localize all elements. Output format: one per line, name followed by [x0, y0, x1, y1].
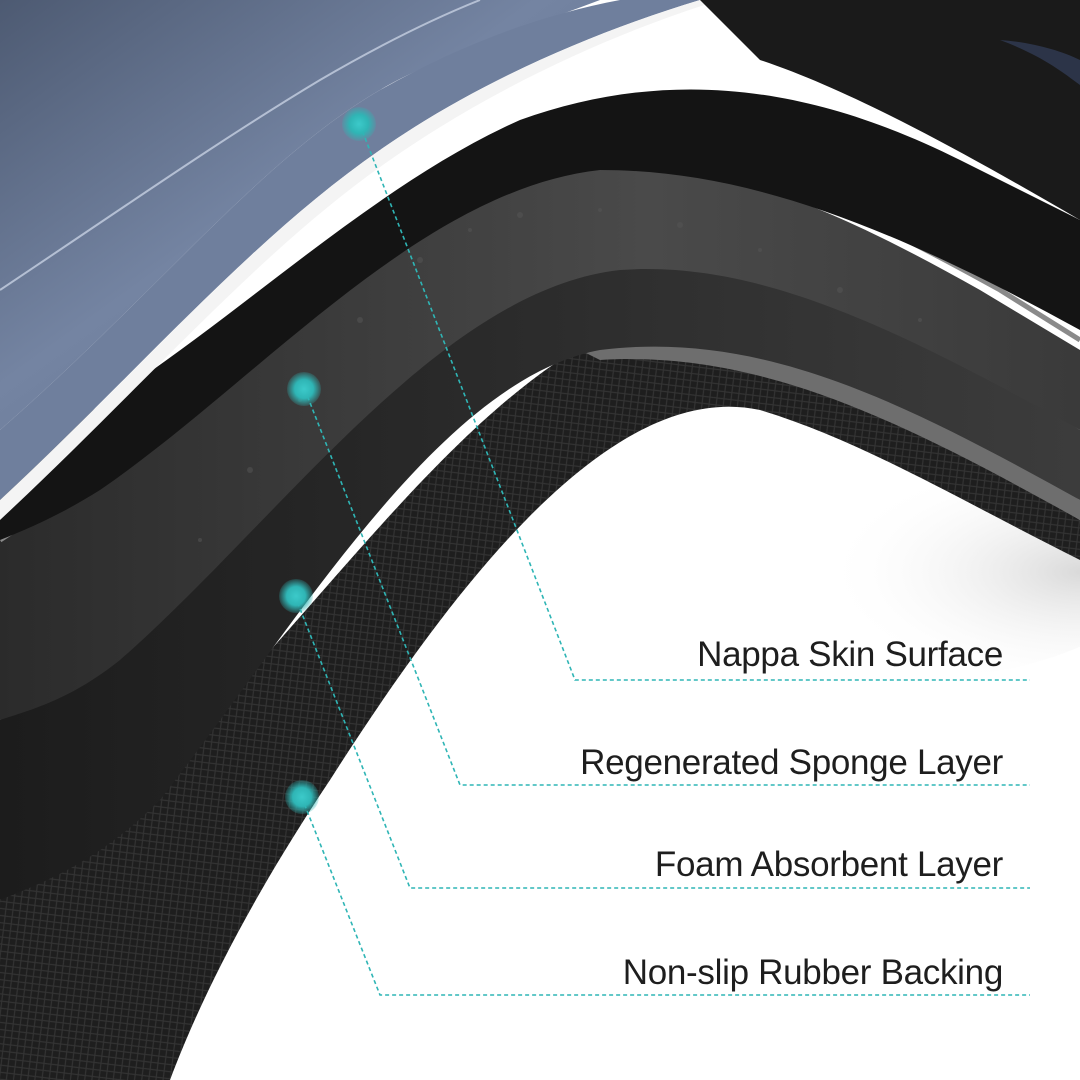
callout-dots [279, 107, 376, 814]
dot-nappa [342, 107, 376, 141]
rubber-backing-layer [0, 330, 1080, 1080]
regenerated-sponge-layer [0, 165, 1080, 720]
sponge-texture [198, 208, 922, 542]
label-nappa-skin-surface: Nappa Skin Surface [697, 635, 1003, 674]
leader-rubber [301, 797, 1030, 996]
dot-sponge [287, 372, 321, 406]
label-regenerated-sponge-layer: Regenerated Sponge Layer [580, 743, 1003, 782]
nappa-skin-surface [0, 0, 600, 430]
leader-sponge [304, 389, 1030, 786]
nappa-underside [0, 89, 1080, 541]
leader-nappa [359, 124, 1030, 681]
back-sheet-edge [1000, 40, 1080, 85]
dot-rubber [285, 780, 319, 814]
nappa-stitch-line [0, 0, 481, 291]
label-foam-absorbent-layer: Foam Absorbent Layer [654, 845, 1003, 884]
label-non-slip-rubber-backing: Non-slip Rubber Backing [622, 953, 1004, 992]
back-sheet [700, 0, 1080, 220]
dot-foam [279, 579, 313, 613]
callout-leaders [294, 124, 1030, 996]
